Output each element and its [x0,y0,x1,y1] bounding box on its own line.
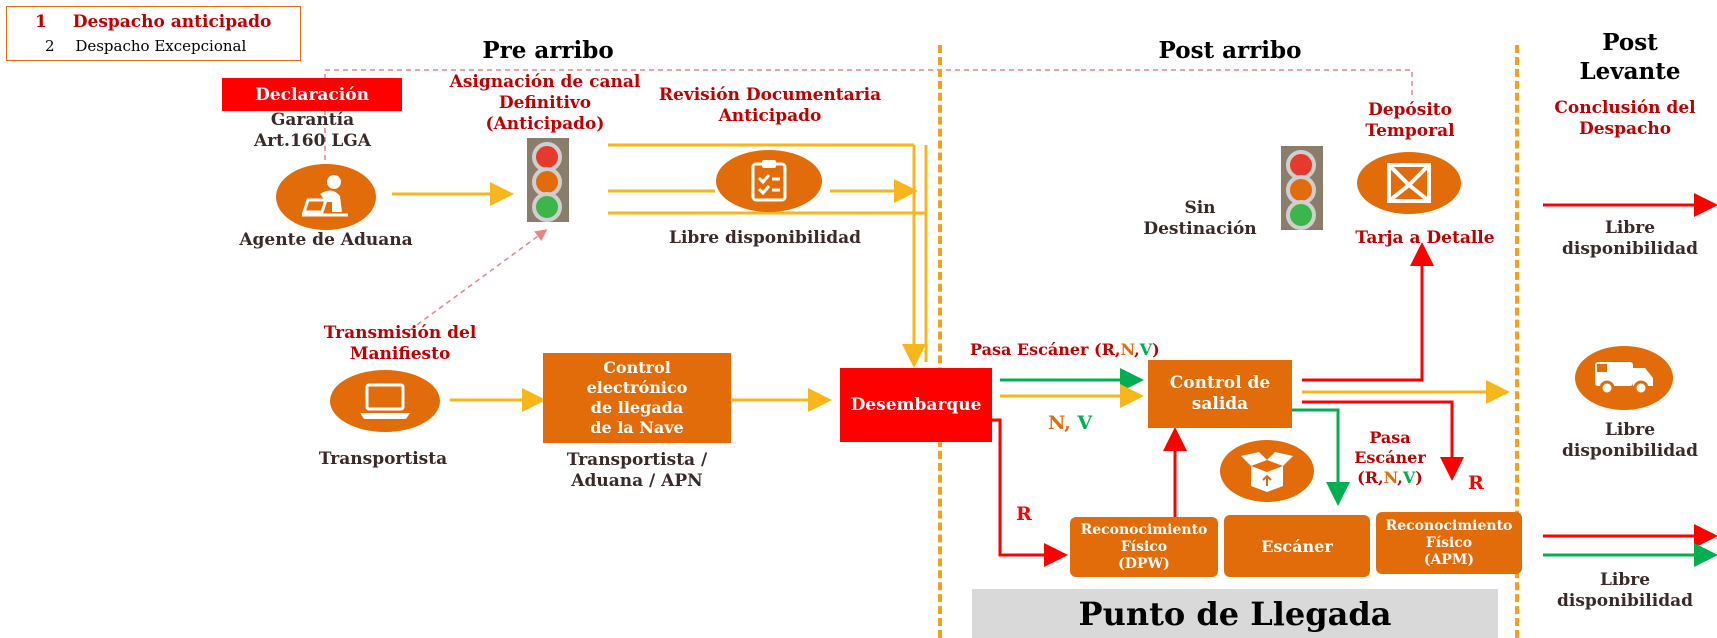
phase-post-levante: Post Levante [1579,29,1681,85]
dashed-link-transmision [409,229,548,331]
person-at-laptop-icon [301,175,348,217]
escaner-box: Escáner [1224,515,1370,577]
agente-circle [276,164,376,230]
control-electronico-sub: Transportista / Aduana / APN [566,450,708,491]
reconocimiento-apm-box: Reconocimiento Físico (APM) [1376,512,1522,574]
conclusion-label: Conclusión del Despacho [1554,98,1696,139]
legend-item2-num: 2 [45,37,55,55]
libre-disponibilidad-1: Libre disponibilidad [1561,218,1698,259]
escaner-icon-circle [1220,440,1314,502]
asignacion-label: Asignación de canal Definitivo (Anticipa… [449,72,641,134]
r-label-apm: R [1468,472,1484,494]
divider-pre-post [938,45,942,638]
desembarque-box: Desembarque [840,368,992,442]
reconocimiento-dpw-box: Reconocimiento Físico (DPW) [1070,517,1218,577]
deposito-circle [1357,152,1461,214]
pasa-escaner-right: Pasa Escáner (R,N,V) [1354,428,1426,487]
pasa-escaner-top: Pasa Escáner (R,N,V) [970,340,1160,359]
punto-llegada-banner: Punto de Llegada [972,589,1498,638]
transportista-label: Transportista [318,449,448,469]
garantia-label: Garantía Art.160 LGA [254,110,371,151]
agente-label: Agente de Aduana [239,230,413,250]
control-salida-box: Control de salida [1148,360,1292,428]
traffic-light-icon [527,138,569,222]
package-icon [1387,163,1431,203]
divider-post-levante [1515,45,1519,638]
laptop-icon [360,383,410,419]
tarja-label: Tarja a Detalle [1355,228,1495,248]
legend-item2-label: Despacho Excepcional [75,37,247,55]
nv-label: N, V [1048,412,1093,434]
transmision-label: Transmisión del Manifiesto [323,323,477,364]
r-label-desembarque: R [1016,503,1032,525]
revision-label: Revisión Documentaria Anticipado [658,85,882,126]
control-electronico-box: Control electrónico de llegada de la Nav… [543,353,731,443]
dashed-link-deposito [324,69,1413,160]
legend-item1-num: 1 [35,12,47,32]
libre-disponibilidad-2: Libre disponibilidad [1561,420,1698,461]
phase-post-arribo: Post arribo [1158,37,1302,64]
libre-disponibilidad-top: Libre disponibilidad [669,228,861,248]
clipboard-checklist-icon [751,160,787,202]
transportista-circle [330,370,440,432]
traffic-light-icon-2 [1281,146,1323,230]
declaracion-box: Declaración [222,78,402,111]
legend-item1-label: Despacho anticipado [72,12,272,32]
delivery-truck-icon [1595,362,1653,396]
revision-circle [716,150,822,212]
libre-disponibilidad-3: Libre disponibilidad [1556,570,1693,611]
deposito-label: Depósito Temporal [1365,100,1455,141]
truck-circle [1575,346,1673,410]
sin-destinacion-label: Sin Destinación [1143,198,1257,239]
legend-box: 1 Despacho anticipado 2 Despacho Excepci… [6,6,301,61]
phase-pre-arribo: Pre arribo [482,37,614,64]
open-box-icon [1241,452,1293,492]
